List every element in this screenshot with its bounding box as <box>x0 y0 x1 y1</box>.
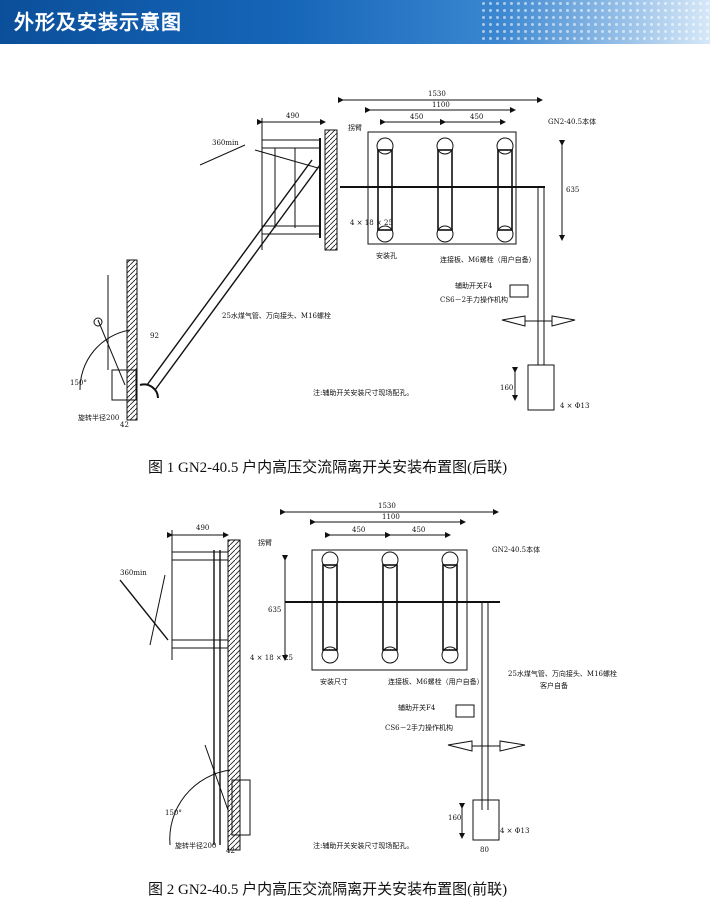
fig2-label-plate: 连接板、M6螺栓（用户自备） <box>388 677 484 686</box>
figure-2 <box>119 509 526 851</box>
pole-1 <box>376 137 394 243</box>
fig2-dim-1530: 1530 <box>378 502 396 510</box>
mechanism-box <box>231 779 251 836</box>
fig1-dim-92: 92 <box>150 332 159 340</box>
insulator-top <box>171 551 229 561</box>
fig1-dim-490: 490 <box>286 112 299 120</box>
pole-2 <box>381 551 399 664</box>
fig2-label-mount-size: 安装尺寸 <box>320 677 348 686</box>
fig2-dim-small: 4 × 18 × 25 <box>250 654 293 662</box>
fig2-dim-635: 635 <box>268 606 281 614</box>
fig1-label-mech: CS6－2手力操作机构 <box>440 295 508 304</box>
handle-line <box>97 319 126 386</box>
wall-lower <box>126 259 138 421</box>
handle-right <box>499 740 526 752</box>
fig2-dim-490: 490 <box>196 524 209 532</box>
mechanism-box <box>111 369 137 401</box>
lever-b <box>119 579 169 641</box>
fig1-dim-radius: 旋转半径200 <box>78 413 119 422</box>
insulator-top <box>261 139 321 149</box>
fig1-dim-160: 160 <box>500 384 513 392</box>
arm-link <box>199 144 246 166</box>
pole-1 <box>321 551 339 664</box>
pole-2 <box>436 137 454 243</box>
fig1-label-aux: 辅助开关F4 <box>455 281 493 290</box>
mechanism-base <box>472 799 500 841</box>
pivot-arc <box>139 383 159 399</box>
fig1-dim-450a: 450 <box>410 113 423 121</box>
fig1-dim-holes: 4 × Φ13 <box>560 402 589 410</box>
fig2-dim-1100: 1100 <box>382 513 400 521</box>
pipe-line-b <box>154 164 321 391</box>
fig1-label-plate: 连接板、M6螺栓（用户自备） <box>440 255 536 264</box>
fig2-label-pipe: 25水煤气管、万向接头、M16螺栓 <box>508 669 617 678</box>
page-header: 外形及安装示意图 <box>0 0 710 44</box>
handle-knob <box>93 317 103 327</box>
figure-2-caption: 图 2 GN2-40.5 户内高压交流隔离开关安装布置图(前联) <box>148 882 508 898</box>
aux-switch-box <box>455 704 475 718</box>
page-title: 外形及安装示意图 <box>14 10 182 34</box>
figure-1-caption: 图 1 GN2-40.5 户内高压交流隔离开关安装布置图(后联) <box>148 460 508 476</box>
fig2-dim-360: 360min <box>120 569 147 577</box>
wall-upper <box>324 129 338 251</box>
fig1-dim-1100: 1100 <box>432 101 450 109</box>
rotation-arc <box>169 769 231 846</box>
fig2-dim-80: 80 <box>480 846 489 854</box>
fig1-dim-635: 635 <box>566 186 579 194</box>
fig2-label-note: 注:辅助开关安装尺寸现场配孔。 <box>313 841 413 850</box>
fig2-label-gear: 拐臂 <box>258 538 272 547</box>
fig2-label-pipe2: 客户自备 <box>540 681 568 690</box>
fig1-label-note: 注:辅助开关安装尺寸现场配孔。 <box>313 388 413 397</box>
figure-1 <box>79 97 576 421</box>
fig2-dim-radius: 旋转半径200 <box>175 841 216 850</box>
pole-3 <box>496 137 514 243</box>
fig2-dim-holes: 4 × Φ13 <box>500 827 529 835</box>
fig2-dim-angle: 150° <box>165 809 182 817</box>
fig2-label-mech: CS6－2手力操作机构 <box>385 723 453 732</box>
fig2-label-aux: 辅助开关F4 <box>398 703 436 712</box>
fig1-label-gear: 拐臂 <box>348 123 362 132</box>
fig1-label-body: GN2-40.5本体 <box>548 117 596 126</box>
pole-3 <box>441 551 459 664</box>
insulator-bottom <box>171 639 229 649</box>
fig2-dim-450b: 450 <box>412 526 425 534</box>
header-dot-pattern <box>480 0 710 44</box>
fig1-dim-450b: 450 <box>470 113 483 121</box>
handle-line <box>204 744 229 811</box>
aux-switch-box <box>509 284 529 298</box>
wall <box>227 539 241 851</box>
figure-2-text: 490 1530 1100 450 450 635 4 × 18 × 25 36… <box>120 502 617 855</box>
rotation-arc <box>79 329 131 391</box>
mechanism-base <box>527 364 555 411</box>
fig2-dim-160: 160 <box>448 814 461 822</box>
fig1-dim-angle: 150° <box>70 379 87 387</box>
handle-left <box>447 740 473 752</box>
fig1-dim-42: 42 <box>120 421 129 429</box>
fig2-label-body: GN2-40.5本体 <box>492 545 540 554</box>
base-frame <box>311 549 468 671</box>
fig1-label-pipe: 25水煤气管、万向接头、M16螺栓 <box>222 311 331 320</box>
fig1-dim-small: 4 × 18 × 25 <box>350 219 393 227</box>
fig2-dim-450a: 450 <box>352 526 365 534</box>
figure-1-text: 490 1530 1100 450 450 635 4 × 18 × 25 92… <box>70 90 596 429</box>
fig1-dim-1530: 1530 <box>428 90 446 98</box>
fig2-dim-42: 42 <box>226 847 235 855</box>
lever-a <box>149 574 166 646</box>
handle-right <box>551 315 576 327</box>
pipe-line-a <box>146 159 313 386</box>
fig1-dim-360: 360min <box>212 139 239 147</box>
fig1-label-mount-hole: 安装孔 <box>376 251 397 260</box>
handle-left <box>501 315 526 327</box>
